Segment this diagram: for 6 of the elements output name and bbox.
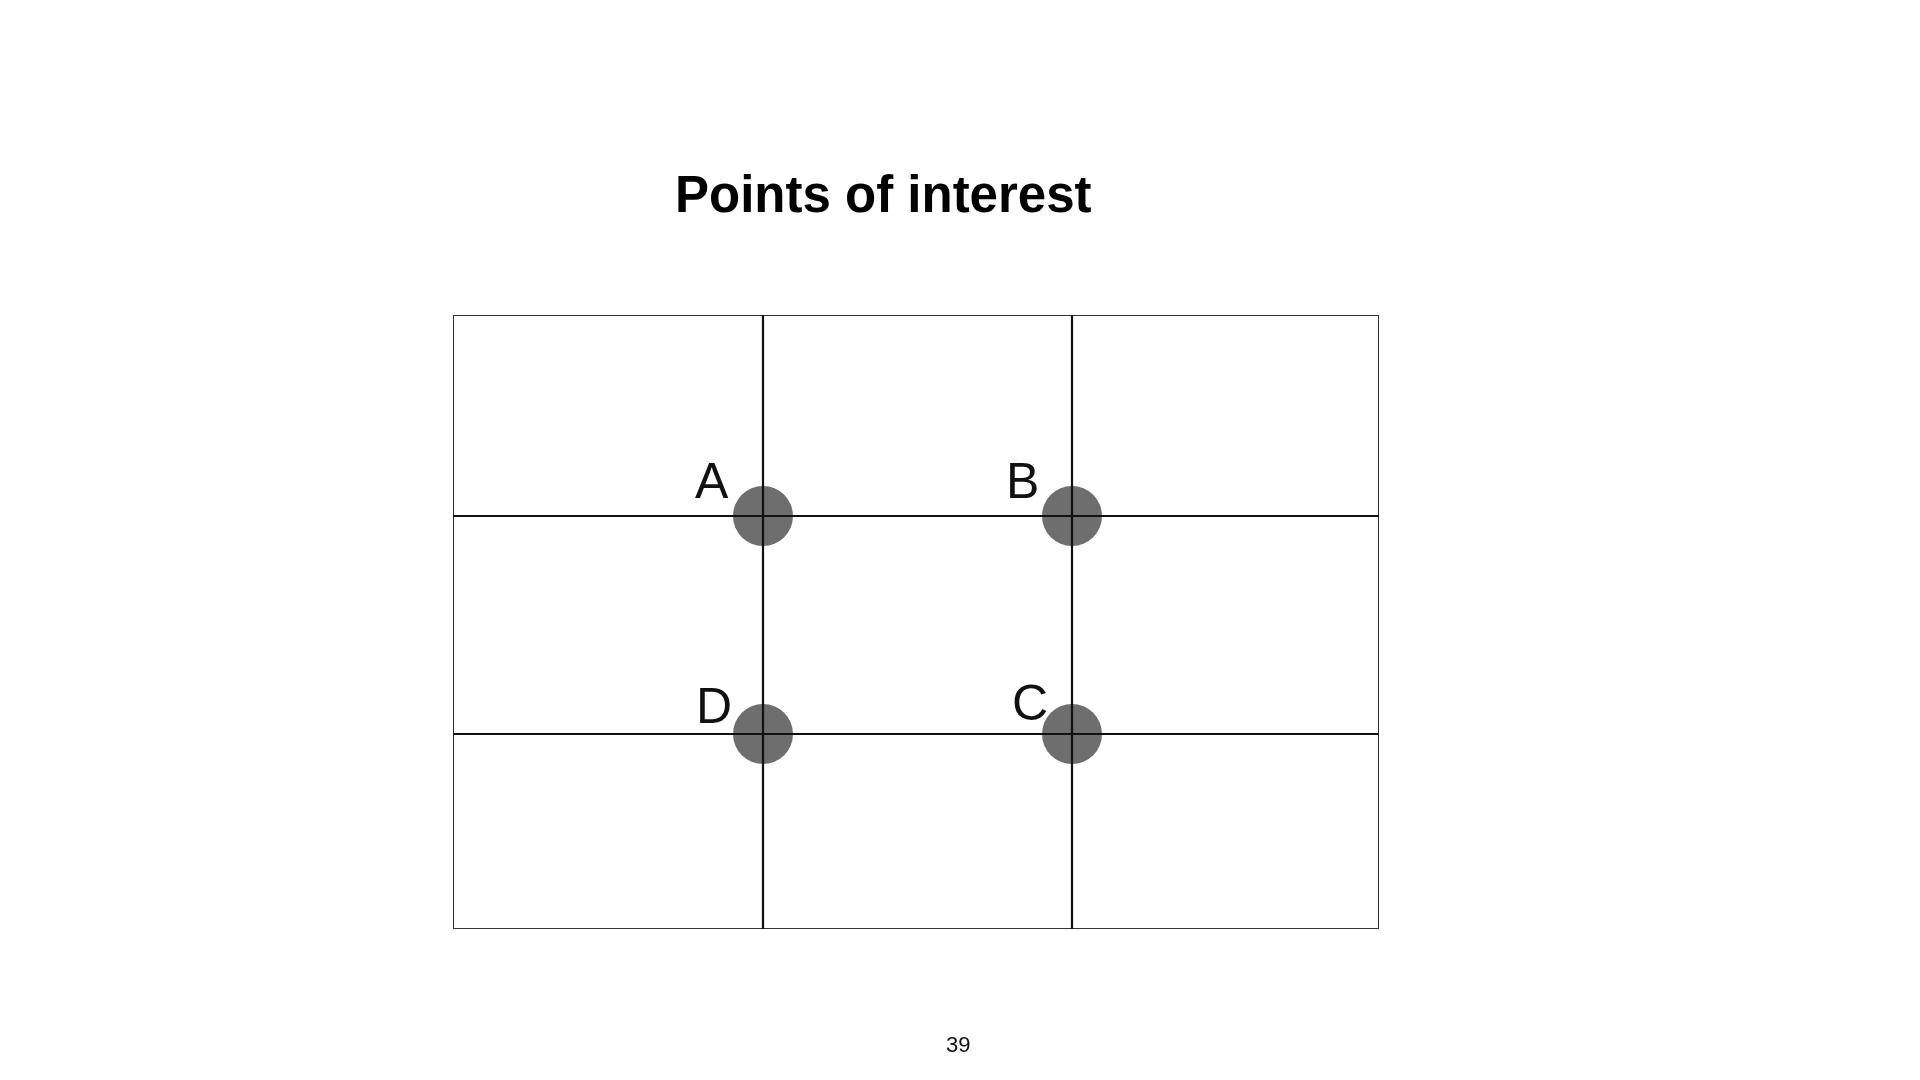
slide-title: Points of interest xyxy=(675,169,1092,220)
point-label: B xyxy=(1006,456,1040,506)
point-label: C xyxy=(1012,678,1049,728)
page-number: 39 xyxy=(946,1034,971,1056)
point-label: D xyxy=(696,681,733,731)
point-label: A xyxy=(695,456,729,506)
